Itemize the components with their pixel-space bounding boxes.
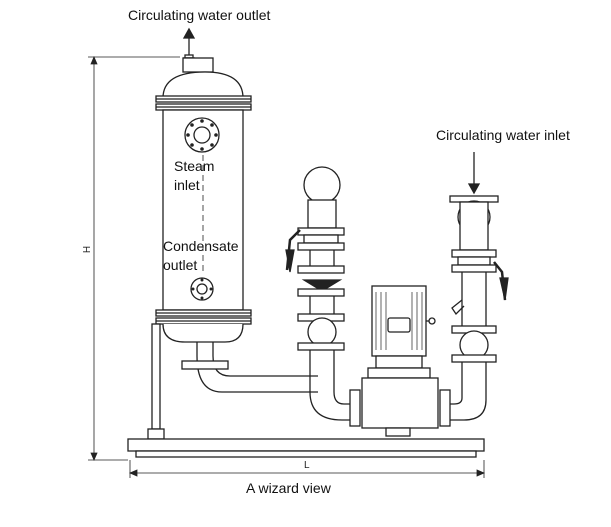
right-pump-column xyxy=(449,152,509,421)
circulating-water-outlet-label: Circulating water outlet xyxy=(128,7,271,23)
figure-caption: A wizard view xyxy=(246,480,331,496)
steam-inlet-label: Steam inlet xyxy=(174,158,215,193)
height-dimension-label: H xyxy=(82,245,94,254)
dimension-lines xyxy=(88,55,486,478)
pump-motor xyxy=(349,285,451,437)
base-frame xyxy=(127,438,485,458)
outlet-arrow xyxy=(182,27,196,55)
heat-exchanger-vessel xyxy=(155,54,252,343)
length-dimension-label: L xyxy=(304,460,310,471)
left-pump-column xyxy=(285,166,355,421)
outlet-pipe xyxy=(181,342,318,393)
support-leg xyxy=(147,323,165,440)
condensate-outlet-label: Condensate outlet xyxy=(163,238,239,273)
circulating-water-inlet-label: Circulating water inlet xyxy=(436,127,570,143)
